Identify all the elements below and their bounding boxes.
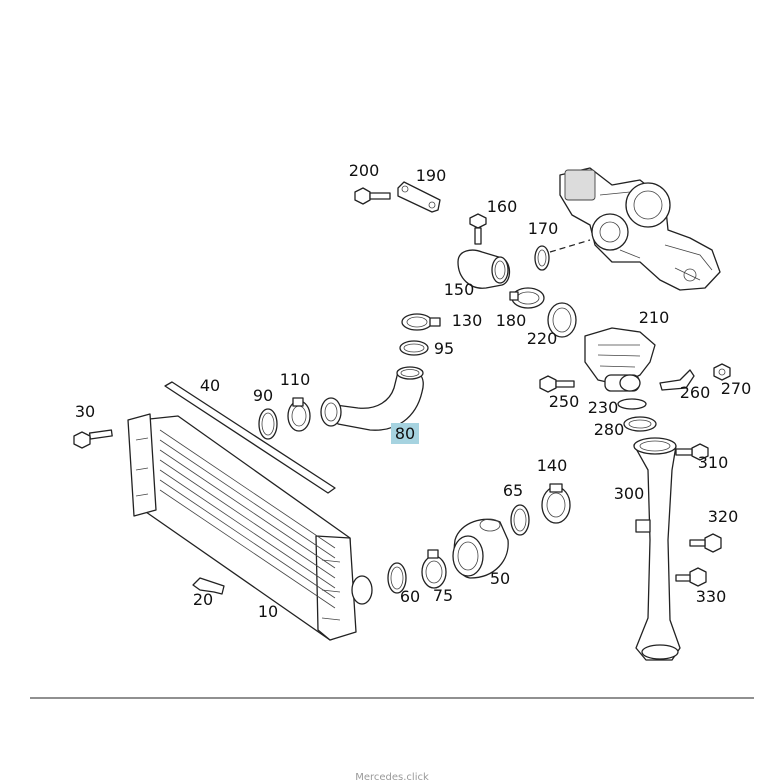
part-label-160[interactable]: 160	[487, 197, 518, 216]
part-label-200[interactable]: 200	[349, 161, 380, 180]
bolt-250	[539, 375, 575, 393]
elbow-150	[457, 249, 511, 289]
bolt-320	[689, 533, 722, 553]
part-label-260[interactable]: 260	[680, 383, 711, 402]
part-label-95[interactable]: 95	[434, 339, 454, 358]
part-label-270[interactable]: 270	[721, 379, 752, 398]
bracket-260	[659, 369, 695, 391]
part-label-220[interactable]: 220	[527, 329, 558, 348]
part-label-130[interactable]: 130	[452, 311, 483, 330]
part-label-170[interactable]: 170	[528, 219, 559, 238]
clamp-130	[401, 313, 441, 331]
part-label-40[interactable]: 40	[200, 376, 220, 395]
elbow-50	[452, 518, 509, 579]
part-label-210[interactable]: 210	[639, 308, 670, 327]
bolt-200	[354, 187, 391, 205]
throttle-housing-210	[584, 327, 656, 392]
clamp-110	[287, 397, 311, 432]
bolt-160	[469, 213, 487, 245]
part-label-300[interactable]: 300	[614, 484, 645, 503]
part-label-30[interactable]: 30	[75, 402, 95, 421]
clamp-75	[421, 549, 447, 589]
part-label-80-highlight	[391, 423, 419, 444]
bolt-310	[675, 443, 709, 461]
part-label-250[interactable]: 250	[549, 392, 580, 411]
strip-40	[164, 381, 336, 494]
charge-pipe-300	[633, 437, 681, 661]
bracket-190	[397, 181, 441, 213]
part-label-110[interactable]: 110	[280, 370, 311, 389]
part-label-50[interactable]: 50	[490, 569, 510, 588]
sleeve-220	[547, 302, 577, 338]
turbocharger-illustration	[559, 167, 721, 291]
part-label-150[interactable]: 150	[444, 280, 475, 299]
ring-170	[534, 245, 550, 271]
part-label-90[interactable]: 90	[253, 386, 273, 405]
bolt-270	[713, 363, 731, 381]
bolt-30	[73, 429, 113, 449]
part-callouts: 10 20 30 40 50 60 65 75 80 90 95 110 130 140 150 160 170…	[75, 161, 751, 621]
clamp-280	[623, 416, 657, 432]
leader-line	[549, 239, 591, 253]
part-label-180[interactable]: 180	[496, 311, 527, 330]
part-label-230[interactable]: 230	[588, 398, 619, 417]
part-label-310[interactable]: 310	[698, 453, 729, 472]
hose-80	[320, 366, 424, 431]
part-label-20[interactable]: 20	[193, 590, 213, 609]
footer-watermark: Mercedes.click	[355, 772, 429, 783]
part-label-65[interactable]: 65	[503, 481, 523, 500]
ring-95	[399, 340, 429, 356]
part-label-60[interactable]: 60	[400, 587, 420, 606]
part-label-140[interactable]: 140	[537, 456, 568, 475]
bracket-20	[192, 577, 225, 595]
part-label-330[interactable]: 330	[696, 587, 727, 606]
part-label-320[interactable]: 320	[708, 507, 739, 526]
intercooler-10	[127, 413, 373, 641]
gasket-230	[617, 398, 647, 410]
part-label-280[interactable]: 280	[594, 420, 625, 439]
part-label-190[interactable]: 190	[416, 166, 447, 185]
part-label-80[interactable]: 80	[395, 424, 415, 443]
clamp-140	[541, 483, 571, 524]
part-label-75[interactable]: 75	[433, 586, 453, 605]
part-label-10[interactable]: 10	[258, 602, 278, 621]
bolt-330	[675, 567, 707, 587]
clamp-180	[509, 287, 545, 309]
